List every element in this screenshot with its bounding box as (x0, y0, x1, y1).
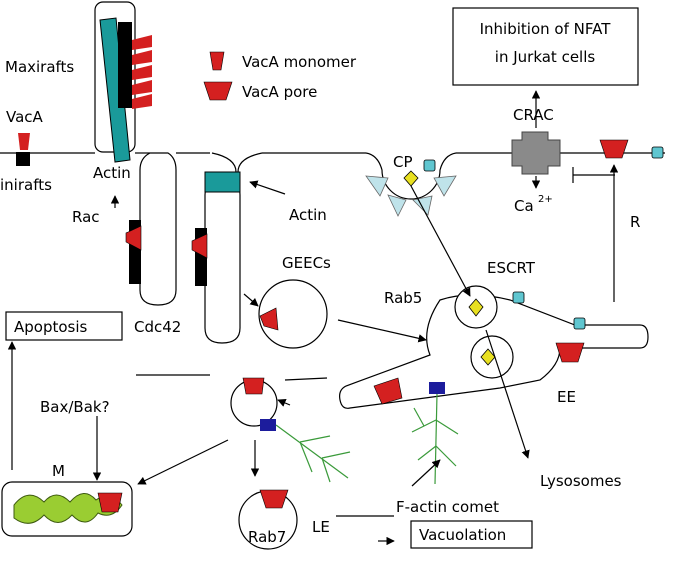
connector-arrows (7, 180, 530, 546)
m-label: M (52, 462, 65, 480)
crac-label: CRAC (513, 106, 554, 124)
geec-vesicle (258, 279, 328, 349)
maxiraft-tube (94, 1, 152, 163)
vaca-pore-icon (203, 81, 233, 101)
ion-channel-icon (651, 146, 664, 159)
ca-superscript: 2+ (538, 194, 553, 205)
geecs-label: GEECs (282, 254, 331, 272)
vaca-label: VacA (6, 108, 44, 126)
rab7-label: Rab7 (248, 528, 286, 546)
ee-label: EE (557, 388, 576, 406)
rac-label: Rac (72, 208, 100, 226)
minirafts-label: inirafts (0, 176, 52, 194)
clathrin-triangle-icon (365, 175, 389, 197)
legend: VacA monomer VacA pore (203, 51, 357, 101)
vacuolation-box (410, 520, 533, 549)
crac-channel-icon (511, 131, 561, 175)
actin-comet-icon (275, 393, 459, 485)
cargo-diamond-icon (403, 170, 419, 187)
actin-tube (191, 171, 241, 344)
nfat-box (452, 7, 639, 86)
cdc42-tube (125, 152, 177, 306)
vaca-monomer-icon (209, 51, 225, 71)
rab5-label: Rab5 (384, 289, 422, 307)
f-actin-comet-label: F-actin comet (396, 498, 499, 516)
vacuolation-label: Vacuolation (419, 526, 506, 544)
ca-label: Ca (514, 197, 534, 215)
nfat-line-2: in Jurkat cells (495, 48, 596, 66)
maxirafts-label: Maxirafts (5, 58, 74, 76)
actin-mid-label: Actin (289, 206, 327, 224)
legend-monomer-label: VacA monomer (242, 53, 357, 71)
apoptosis-box (5, 311, 123, 341)
lysosomes-label: Lysosomes (540, 472, 622, 490)
apoptosis-label: Apoptosis (14, 318, 88, 336)
nfat-line-1: Inhibition of NFAT (480, 20, 612, 38)
early-endosome (339, 285, 649, 409)
clathrin-pit (365, 159, 457, 217)
legend-pore-label: VacA pore (242, 83, 317, 101)
le-label: LE (312, 518, 330, 536)
cdc42-label: Cdc42 (134, 318, 181, 336)
bax-bak-label: Bax/Bak? (40, 398, 110, 416)
mitochondrion-icon (13, 493, 123, 524)
vaca-monomer-icon (132, 35, 152, 50)
escrt-label: ESCRT (487, 259, 536, 277)
r-label: R (630, 213, 640, 231)
actin-top-label: Actin (93, 164, 131, 182)
cp-label: CP (393, 153, 413, 171)
